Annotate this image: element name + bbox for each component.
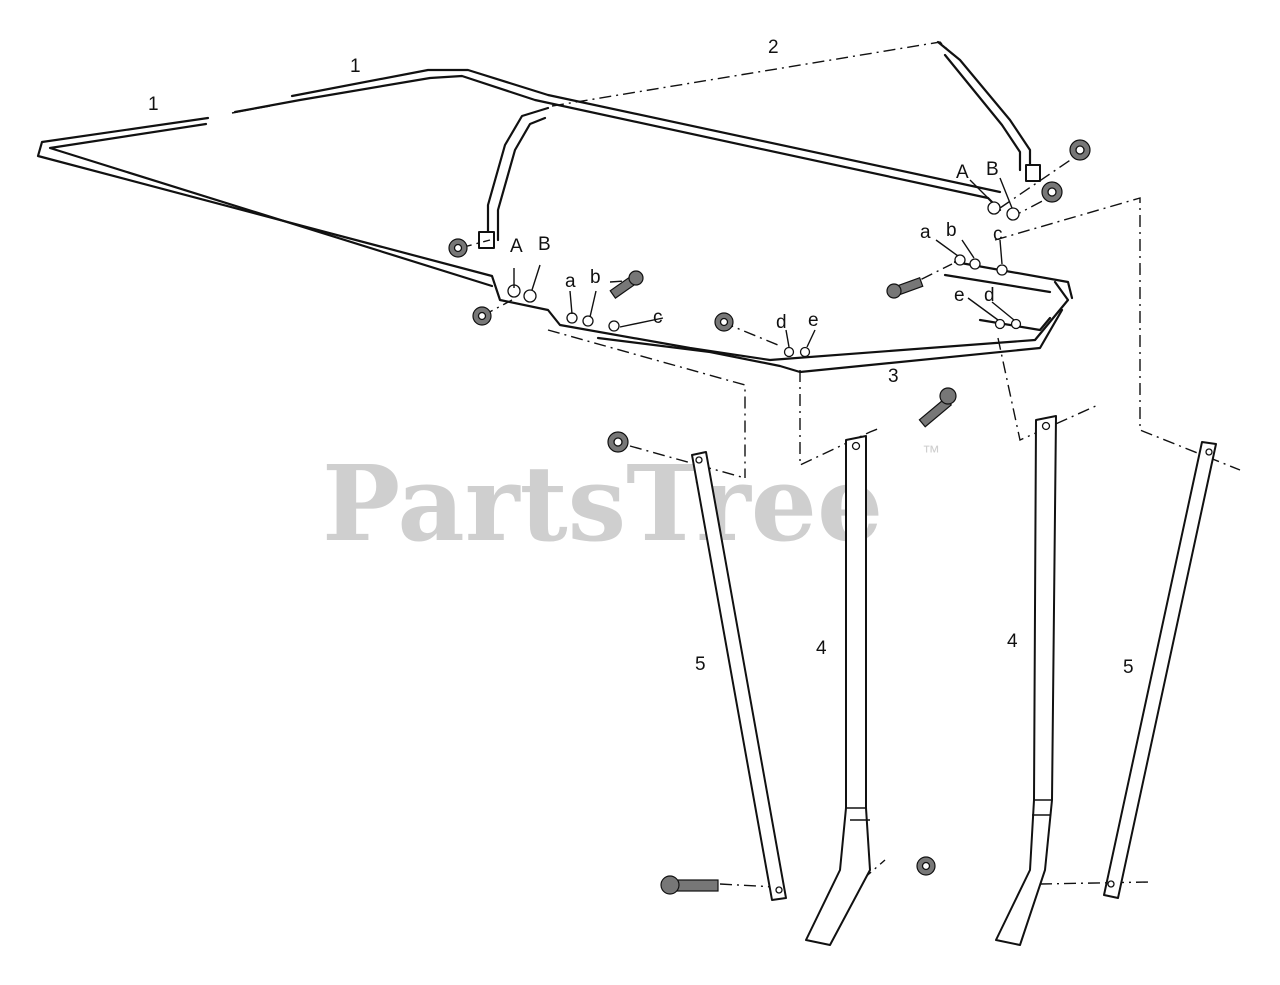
hole-label-c: c <box>653 307 663 328</box>
bolt-icon <box>609 270 644 299</box>
callout-part-1: 1 <box>148 94 159 115</box>
hole-label-B: B <box>986 159 999 180</box>
hex-nut-icon <box>1041 181 1063 203</box>
hole-label-e: e <box>954 285 965 306</box>
lower-bail-part-2 <box>478 40 1041 249</box>
callout-part-1: 1 <box>350 56 361 77</box>
callout-part-3: 3 <box>888 366 899 387</box>
hole-label-b: b <box>946 220 957 241</box>
callout-part-5: 5 <box>695 654 706 675</box>
hole-label-B: B <box>538 234 551 255</box>
center-holes <box>783 329 816 358</box>
hole-label-a: a <box>565 271 576 292</box>
callout-part-4: 4 <box>816 638 827 659</box>
lower-handle-part-4-right <box>995 415 1057 946</box>
hole-label-c: c <box>993 224 1003 245</box>
lower-handle-part-5-right <box>1103 441 1217 899</box>
upper-handle-part-1 <box>36 68 1070 362</box>
hole-label-A: A <box>956 162 969 183</box>
lower-handle-part-5-left <box>691 451 787 901</box>
hex-nut-icon <box>916 856 936 876</box>
bolt-icon <box>886 276 924 299</box>
hole-label-a: a <box>920 222 931 243</box>
callout-part-5: 5 <box>1123 657 1134 678</box>
hex-nut-icon <box>448 238 468 258</box>
bolt-icon <box>918 387 957 428</box>
hex-nut-icon <box>607 431 629 453</box>
hex-nut-icon <box>1069 139 1091 161</box>
callout-part-2: 2 <box>768 37 779 58</box>
hole-label-d: d <box>776 312 787 333</box>
hole-label-e: e <box>808 310 819 331</box>
right-mounting-holes <box>935 177 1022 330</box>
bolt-icon <box>660 875 719 895</box>
hardware-fasteners <box>448 139 1091 895</box>
hex-nut-icon <box>714 312 734 332</box>
lower-handle-part-4-left <box>805 435 871 946</box>
watermark-text: PartsTree <box>322 442 883 565</box>
hole-label-d: d <box>984 285 995 306</box>
hex-nut-icon <box>472 306 492 326</box>
hole-label-A: A <box>510 236 523 257</box>
left-mounting-holes <box>507 264 664 332</box>
hole-label-b: b <box>590 267 601 288</box>
callout-part-4: 4 <box>1007 631 1018 652</box>
watermark-trademark: ™ <box>922 442 940 462</box>
